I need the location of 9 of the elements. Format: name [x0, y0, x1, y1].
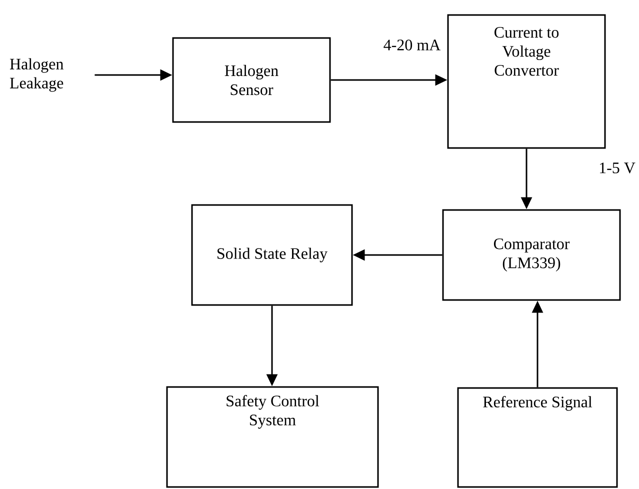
- input-label: Halogen Leakage: [10, 58, 64, 92]
- edge-label: 4-20 mA: [384, 40, 441, 50]
- process-box: Safety Control System: [166, 386, 379, 488]
- edge-label: 1-5 V: [600, 162, 636, 174]
- process-box: Current to Voltage Convertor: [447, 14, 606, 149]
- process-box: Comparator (LM339): [442, 209, 621, 301]
- process-box: Reference Signal: [457, 387, 618, 488]
- process-box: Solid State Relay: [191, 204, 353, 306]
- process-box: Halogen Sensor: [172, 37, 331, 123]
